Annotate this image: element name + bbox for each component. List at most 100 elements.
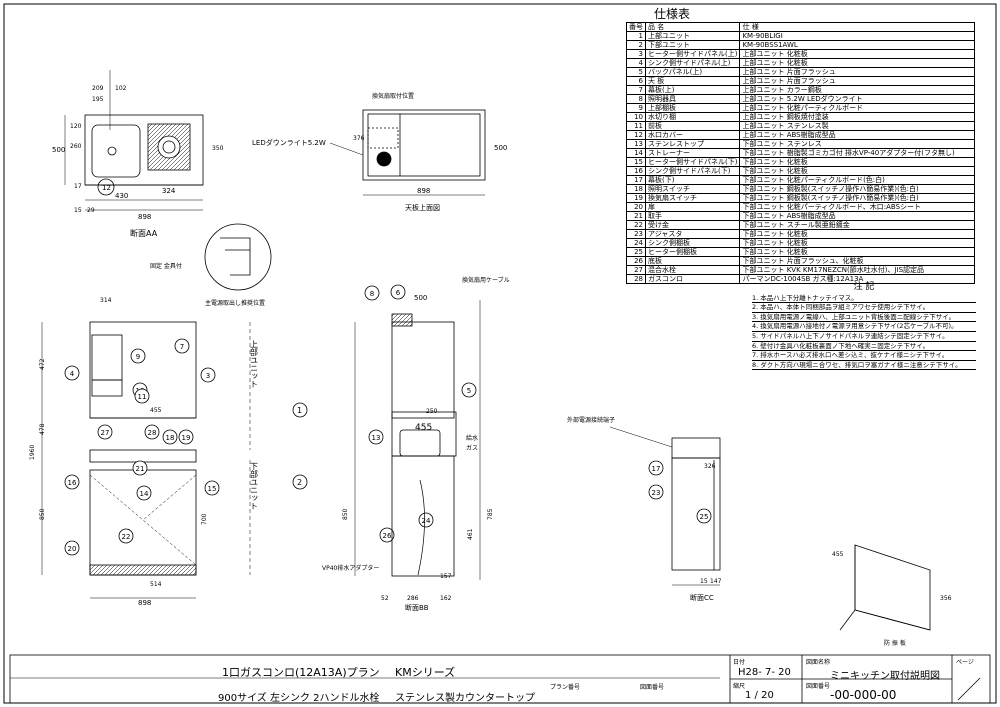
callout-8 <box>364 285 380 301</box>
callout-18 <box>162 429 178 445</box>
top-inner <box>367 113 481 177</box>
callout-13 <box>368 429 384 445</box>
callout-14 <box>136 485 152 501</box>
scale-label: 縮尺 <box>733 683 746 690</box>
callout-25 <box>696 508 712 524</box>
dim-324: 324 <box>162 187 176 195</box>
note-item: 3. 換気扇用電源ノ電線ハ、上部ユニット背板後面ニ配線シテ下サイ。 <box>752 313 976 323</box>
notes-body: 1. 本品ハ上下分離トナッテイマス。2. 本品ハ、本体ト同梱部品ヲ組ミアワセテ使… <box>752 294 976 371</box>
draw-no-label: 図面番号 <box>640 684 665 691</box>
callout-22-label: 22 <box>122 533 131 541</box>
callout-8-label: 8 <box>370 290 374 298</box>
note-item: 7. 排水ホースハ必ズ排水口ヘ差シ込ミ、抜ケナイ様ニシテ下サイ。 <box>752 351 976 361</box>
callout-6 <box>390 284 406 300</box>
dim-326: 326 <box>704 463 716 470</box>
size-desc: 900サイズ 左シンク 2ハンドル水栓 <box>218 693 380 704</box>
water-label: 給水 <box>466 434 478 442</box>
dim-700: 700 <box>201 513 208 525</box>
callout-9-label: 9 <box>136 353 140 361</box>
upper-unit-outline <box>89 321 197 419</box>
upper-rack <box>91 379 123 397</box>
sink-bowl <box>91 124 141 178</box>
switch-label: 外部電源接続端子 <box>567 416 615 424</box>
fan-label: 換気扇取付位置 <box>372 92 414 100</box>
dim-850-side: 850 <box>342 508 349 520</box>
unit-marker-1 <box>292 402 308 418</box>
dim-102: 102 <box>115 85 127 92</box>
callout-20-label: 20 <box>68 545 77 553</box>
drain-pipe <box>417 479 425 576</box>
callout-21-label: 21 <box>136 465 145 473</box>
drawing-name: ミニキッチン取付説明図 <box>830 671 940 682</box>
note-item: 1. 本品ハ上下分離トナッテイマス。 <box>752 294 976 304</box>
front-view <box>41 321 251 599</box>
dim-1960: 1960 <box>29 445 36 460</box>
notes-panel: 注 記 1. 本品ハ上下分離トナッテイマス。2. 本品ハ、本体ト同梱部品ヲ組ミア… <box>752 283 976 371</box>
page-label: ページ <box>956 659 974 666</box>
spec-name: ガスコンロ <box>644 274 741 284</box>
callout-23-label: 23 <box>652 489 661 497</box>
callout-28-label: 28 <box>148 429 157 437</box>
dim-52: 52 <box>381 595 389 602</box>
callout-21 <box>132 460 148 476</box>
dim-260: 260 <box>70 143 82 150</box>
bracket-detail <box>204 223 272 291</box>
callout-12 <box>97 178 115 196</box>
callout-15 <box>204 480 220 496</box>
callout-19 <box>178 429 194 445</box>
note-item: 2. 本品ハ、本体ト同梱部品ヲ組ミアワセテ使用シテ下サイ。 <box>752 303 976 313</box>
callout-23 <box>648 484 664 500</box>
top-title: 天板上面図 <box>405 203 440 212</box>
vp-label: VP40排水アダプター <box>322 564 379 572</box>
drawing-no: -00-000-00 <box>830 688 897 702</box>
side-hood <box>391 313 413 327</box>
cc-counter <box>671 437 721 459</box>
led-light <box>376 151 392 167</box>
callout-6-label: 6 <box>396 289 401 297</box>
dim-850: 850 <box>39 508 46 520</box>
callout-26-label: 26 <box>383 532 392 540</box>
lower-unit-label: 下部ユニット <box>250 462 259 510</box>
plan-title: 断面AA <box>130 228 158 238</box>
callout-12-label: 12 <box>102 184 111 192</box>
upper-unit-label: 上部ユニット <box>250 340 259 388</box>
door-diag <box>89 474 197 566</box>
callout-4 <box>64 365 80 381</box>
drawing-no-label: 図面番号 <box>806 683 831 690</box>
note-item: 8. ダクト方向ハ現場ニ合ワセ、排気口ヲ塞ガナイ様ニ注意シテ下サイ。 <box>752 361 976 371</box>
upper-shelf <box>91 334 123 381</box>
callout-14-label: 14 <box>140 490 149 498</box>
dim-29: 29 <box>87 207 95 214</box>
dim-195: 195 <box>92 96 104 103</box>
material-desc: ステンレス製カウンタートップ <box>395 693 535 704</box>
callout-9 <box>130 348 146 364</box>
plan-view <box>64 70 204 211</box>
dim-314: 314 <box>100 297 112 304</box>
callout-27 <box>97 424 113 440</box>
spec-title: 仕様表 <box>654 7 691 21</box>
led-leader <box>329 142 364 156</box>
corner-title: 防 振 板 <box>884 639 906 647</box>
kickboard <box>89 564 197 576</box>
side-view <box>354 300 481 580</box>
callout-7 <box>174 338 190 354</box>
cc-leader <box>609 426 673 448</box>
dim-356: 356 <box>940 595 952 602</box>
dim-898-top: 898 <box>417 187 430 195</box>
anchor-label: 固定 金具付 <box>150 262 182 270</box>
note-item: 6. 壁付け金具ハ化粧板裏面ノ下地ヘ確実ニ固定シテ下サイ。 <box>752 342 976 352</box>
side-title: 断面BB <box>405 603 429 612</box>
side-lower <box>391 455 455 577</box>
plan-no-label: プラン番号 <box>550 684 581 691</box>
dim-350: 350 <box>212 145 224 152</box>
date-label: 日付 <box>733 659 746 666</box>
dim-15: 15 <box>74 207 82 214</box>
callout-4-label: 4 <box>70 370 75 378</box>
callout-25-label: 25 <box>700 513 709 521</box>
unit-marker-1-label: 1 <box>297 406 302 415</box>
